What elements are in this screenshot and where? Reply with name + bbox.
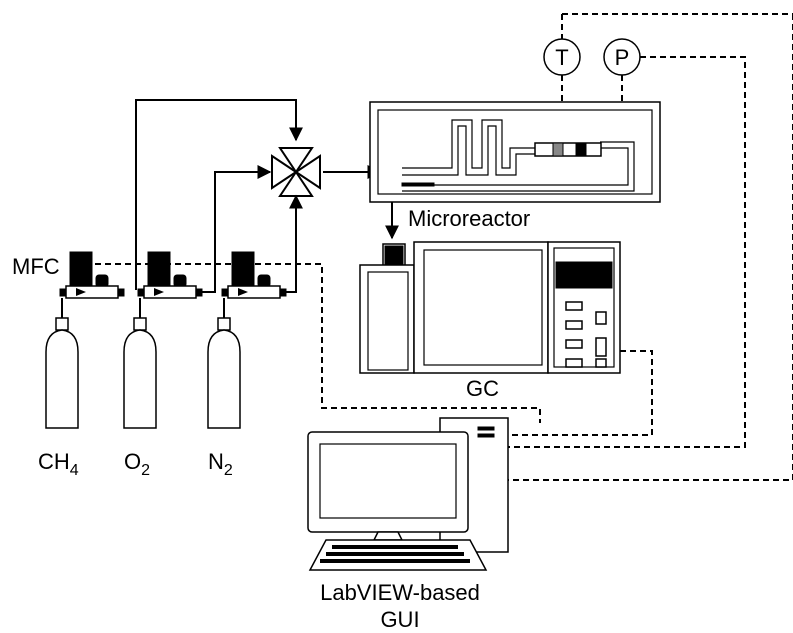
- o2-line: [195, 165, 272, 293]
- gas-label-ch4-base: CH: [38, 449, 70, 474]
- mfc-3-inlet-fitting: [221, 288, 229, 297]
- tower-slot-1: [477, 426, 495, 431]
- mfc-1-arrow-icon: [76, 288, 86, 296]
- gc-switch-2: [595, 337, 607, 357]
- catalyst-plug: [575, 142, 587, 157]
- mfc-3: [221, 251, 287, 299]
- cylinder-n2-valve: [217, 317, 231, 331]
- n2-line: [278, 194, 303, 293]
- gc-injector-inner: [367, 271, 409, 371]
- mfc-3-knob: [257, 274, 271, 288]
- gui-label-line2: GUI: [380, 607, 419, 632]
- mfc-3-head: [231, 251, 255, 287]
- temperature-sensor: T: [543, 38, 581, 76]
- gc-button-2: [565, 320, 583, 330]
- gc-oven-door: [423, 249, 543, 366]
- mfc-1-knob: [95, 274, 109, 288]
- gas-label-n2: N2: [208, 449, 233, 479]
- gas-label-o2-base: O: [124, 449, 141, 474]
- gas-label-o2: O2: [124, 449, 150, 479]
- mfc-1-body: [65, 285, 119, 299]
- cylinder-ch4-valve: [55, 317, 69, 331]
- microchannel-lower: [402, 125, 545, 176]
- microreactor-inner-frame: [377, 109, 653, 195]
- ch4-line: [135, 99, 303, 290]
- gc-control-panel: [553, 247, 615, 368]
- cylinder-o2-valve: [133, 317, 147, 331]
- gc-injector-module: [359, 264, 415, 374]
- cylinder-n2: [207, 298, 241, 429]
- mfc-3-arrow-icon: [238, 288, 248, 296]
- valve-vertical-body: [278, 147, 314, 197]
- cylinder-n2-body: [207, 329, 241, 429]
- mfc-1-outlet-fitting: [117, 288, 125, 297]
- gc-button-1: [565, 301, 583, 311]
- computer: [307, 417, 509, 571]
- mfc-2-outlet-fitting: [195, 288, 203, 297]
- gc-signal-line: [508, 350, 653, 436]
- mfc-1: [59, 251, 125, 299]
- gc-switch-1: [595, 311, 607, 325]
- gas-label-n2-subscript: 2: [224, 462, 233, 479]
- gc-button-3: [565, 339, 583, 349]
- gas-label-n2-base: N: [208, 449, 224, 474]
- gc-button-4: [565, 358, 583, 368]
- gc-switch-3: [595, 358, 607, 368]
- cylinder-o2: [123, 298, 157, 429]
- monitor-screen: [319, 443, 457, 519]
- cylinder-ch4-body: [45, 329, 79, 429]
- cylinder-ch4: [45, 298, 79, 429]
- microchannel-upper: [402, 119, 545, 169]
- temperature-sensor-label: T: [555, 45, 568, 70]
- microreactor: [369, 101, 661, 203]
- t-signal-line-return: [508, 14, 793, 481]
- reactor-outlet-bar: [401, 182, 435, 187]
- mfc-2-inlet-fitting: [137, 288, 145, 297]
- gc-oven-module: [413, 241, 549, 374]
- pressure-sensor-label: P: [615, 45, 630, 70]
- gc-display: [555, 261, 613, 289]
- gc-injector-cap-fill: [384, 245, 404, 266]
- mfc-3-body: [227, 285, 281, 299]
- keyboard-keys: [320, 545, 470, 563]
- catalyst-hatch: [552, 142, 564, 157]
- monitor-stand: [372, 531, 404, 541]
- catalyst-bed: [534, 142, 602, 157]
- gas-label-ch4-subscript: 4: [70, 462, 79, 479]
- pressure-sensor-circle: [603, 38, 641, 76]
- p-signal-line: [508, 56, 746, 448]
- mfc-1-head: [69, 251, 93, 287]
- valve-horizontal-body: [271, 154, 321, 190]
- mfc-1-inlet-fitting: [59, 288, 67, 297]
- mfc-2-arrow-icon: [154, 288, 164, 296]
- mfc-2: [137, 251, 203, 299]
- mixing-valve: [271, 147, 321, 197]
- gui-label-line1: LabVIEW-based: [320, 580, 480, 605]
- mfc-2-body: [143, 285, 197, 299]
- gas-label-o2-subscript: 2: [141, 462, 150, 479]
- pressure-sensor: P: [603, 38, 641, 76]
- mfc-label: MFC: [12, 254, 60, 279]
- mfc-2-knob: [173, 274, 187, 288]
- microreactor-outer-frame: [369, 101, 661, 203]
- microchannel-return-outer: [402, 141, 635, 192]
- monitor-frame: [307, 431, 469, 533]
- microreactor-label: Microreactor: [408, 206, 530, 231]
- microchannel-return: [402, 147, 629, 186]
- cylinder-o2-body: [123, 329, 157, 429]
- tower-slot-2: [477, 433, 495, 438]
- mfc-3-outlet-fitting: [279, 288, 287, 297]
- mfc-2-head: [147, 251, 171, 287]
- temperature-sensor-circle: [543, 38, 581, 76]
- gc-label: GC: [466, 376, 499, 401]
- gas-label-ch4: CH4: [38, 449, 79, 479]
- gas-chromatograph: [359, 241, 621, 374]
